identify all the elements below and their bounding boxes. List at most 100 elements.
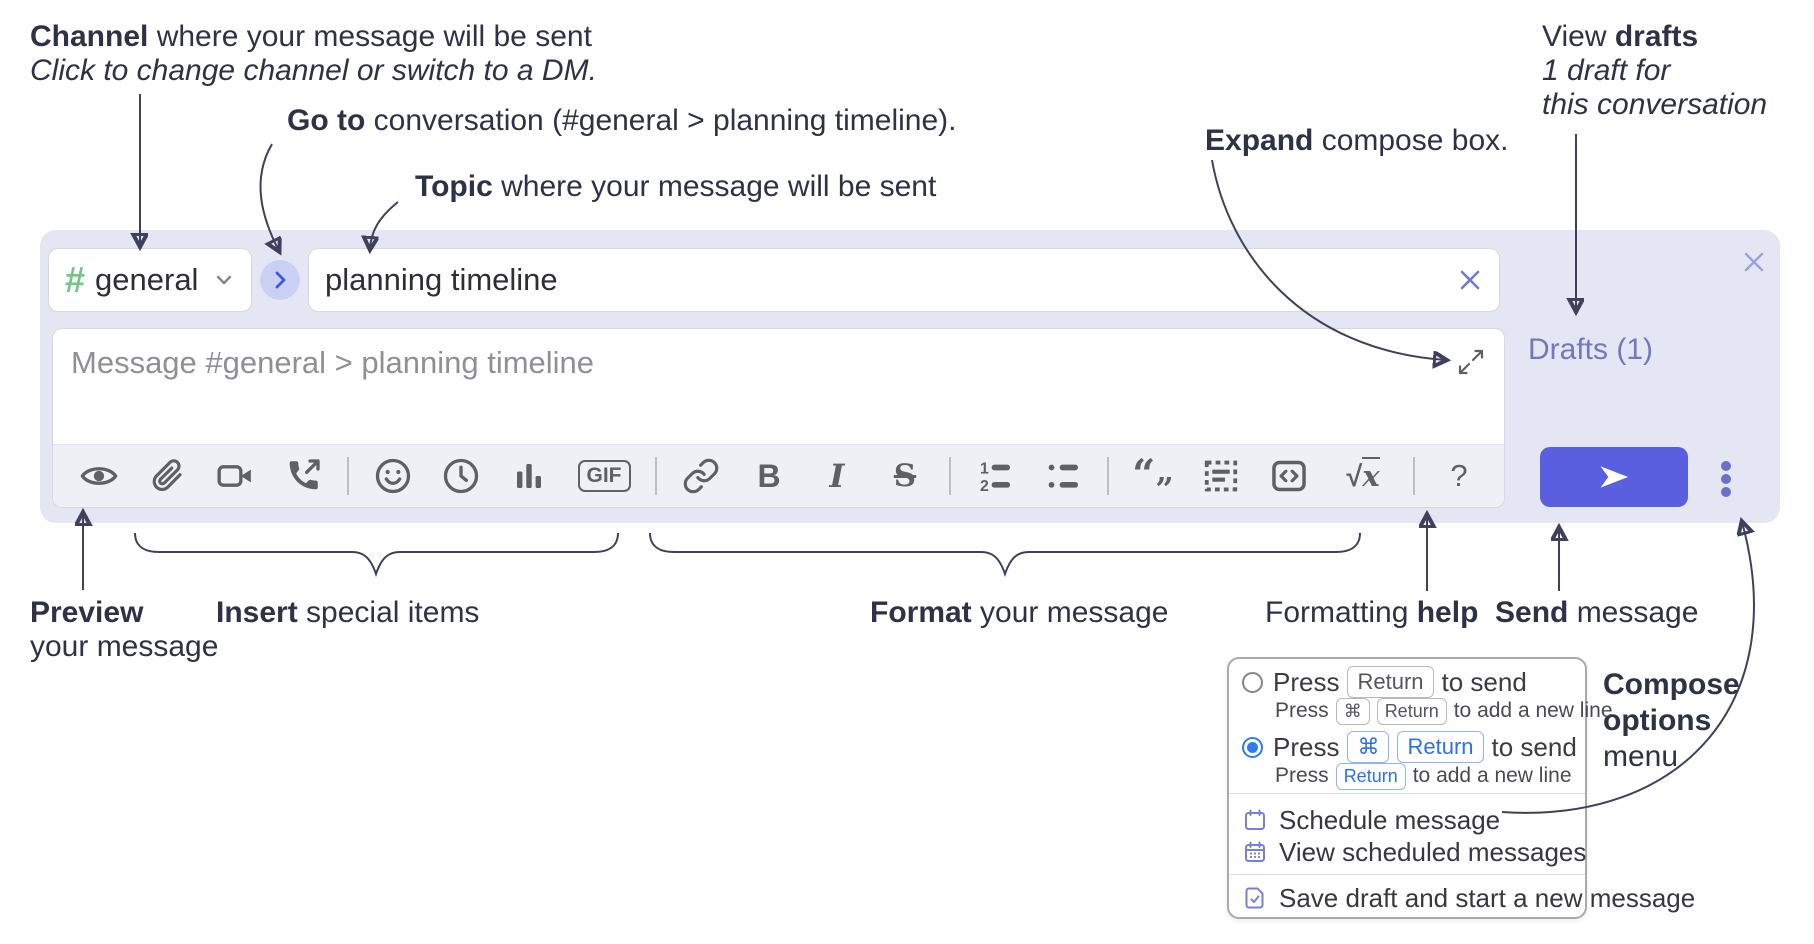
send-plane-icon	[1600, 466, 1629, 488]
phone-call-icon	[289, 459, 320, 490]
spoiler-button[interactable]	[1199, 453, 1243, 499]
video-call-button[interactable]	[213, 453, 257, 499]
toolbar-divider	[949, 457, 951, 495]
code-button[interactable]	[1267, 453, 1311, 499]
channel-name: general	[95, 262, 199, 297]
topic-value: planning timeline	[325, 262, 558, 297]
link-icon	[683, 458, 719, 494]
format-brace	[649, 532, 1361, 578]
svg-text:1: 1	[980, 461, 989, 478]
channel-selector[interactable]: # general	[48, 248, 252, 312]
return-key-chip: Return	[1347, 666, 1434, 698]
numbered-list-button[interactable]: 1 2	[973, 453, 1017, 499]
menu-item-schedule-message[interactable]: Schedule message	[1229, 805, 1585, 835]
compose-options-button[interactable]	[1708, 454, 1744, 504]
toolbar-divider	[347, 457, 349, 495]
message-placeholder: Message #general > planning timeline	[71, 345, 595, 380]
gif-button[interactable]: GIF	[575, 453, 633, 499]
compose-options-menu: Press Return to send Press ⌘ Return to a…	[1227, 657, 1695, 919]
menu-option-cmd-return-to-send[interactable]: Press ⌘ Return to send	[1229, 729, 1585, 765]
menu-option-cmd-return-to-send-sub: Press Return to add a new line	[1229, 762, 1585, 790]
insert-brace	[134, 532, 619, 578]
annotation-channel: Channel where your message will be sent …	[30, 20, 597, 88]
compose-toolbar: GIF B I S	[53, 444, 1504, 507]
question-mark-icon: ?	[1450, 458, 1468, 493]
annotation-channel-line2: Click to change channel or switch to a D…	[30, 54, 597, 87]
menu-item-view-scheduled[interactable]: View scheduled messages	[1229, 837, 1586, 867]
return-key-chip: Return	[1335, 762, 1406, 790]
annotation-send: Send message	[1495, 596, 1699, 629]
menu-divider	[1229, 874, 1585, 875]
schedule-time-button[interactable]	[439, 453, 483, 499]
cmd-key-chip: ⌘	[1335, 697, 1370, 725]
go-to-conversation-button[interactable]	[260, 260, 300, 300]
vertical-ellipsis-icon	[1721, 461, 1731, 497]
quote-icon: “”	[1132, 451, 1174, 508]
preview-button[interactable]	[77, 453, 121, 499]
voice-call-button[interactable]	[281, 453, 325, 499]
gif-icon: GIF	[577, 460, 631, 492]
math-button[interactable]: √x	[1335, 453, 1391, 499]
bold-button[interactable]: B	[747, 453, 791, 499]
quote-button[interactable]: “”	[1131, 451, 1175, 508]
spoiler-icon	[1204, 460, 1238, 492]
clock-icon	[443, 458, 479, 494]
strikethrough-button[interactable]: S	[883, 453, 927, 499]
draft-document-icon	[1245, 887, 1264, 909]
menu-divider	[1229, 793, 1585, 794]
cmd-key-chip: ⌘	[1347, 731, 1390, 763]
video-camera-icon	[217, 465, 251, 487]
bulleted-list-icon	[1048, 464, 1078, 488]
chevron-down-icon	[217, 275, 232, 285]
bar-chart-icon	[517, 464, 541, 488]
calendar-icon	[1245, 809, 1265, 830]
compose-box: # general planning timeline Message #gen…	[40, 230, 1780, 523]
toolbar-divider	[1107, 457, 1109, 495]
toolbar-divider	[655, 457, 657, 495]
annotation-format: Format your message	[870, 596, 1169, 629]
message-box[interactable]: Message #general > planning timeline	[52, 328, 1505, 508]
link-button[interactable]	[679, 453, 723, 499]
strikethrough-icon: S	[893, 458, 917, 494]
drafts-link[interactable]: Drafts (1)	[1528, 333, 1654, 366]
calendar-grid-icon	[1245, 841, 1265, 862]
menu-option-return-to-send-sub: Press ⌘ Return to add a new line	[1229, 697, 1613, 725]
annotation-view-drafts: View drafts 1 draft for this conversatio…	[1542, 20, 1768, 121]
italic-icon: I	[829, 457, 845, 495]
close-compose-icon[interactable]	[1738, 246, 1770, 278]
annotation-formatting-help: Formatting help	[1265, 596, 1479, 629]
help-button[interactable]: ?	[1437, 453, 1481, 499]
math-icon: √x	[1346, 456, 1380, 493]
return-key-chip: Return	[1397, 731, 1484, 763]
toolbar-divider	[1413, 457, 1415, 495]
topic-input[interactable]: planning timeline	[308, 248, 1500, 312]
clear-topic-icon[interactable]	[1455, 265, 1485, 295]
smiley-icon	[375, 458, 411, 494]
numbered-list-icon: 1 2	[980, 461, 1010, 495]
emoji-button[interactable]	[371, 453, 415, 499]
poll-button[interactable]	[507, 453, 551, 499]
menu-option-return-to-send[interactable]: Press Return to send	[1229, 665, 1585, 699]
annotation-expand: Expand compose box.	[1205, 124, 1509, 157]
radio-selected-icon[interactable]	[1242, 736, 1263, 758]
bold-icon: B	[757, 457, 781, 494]
chevron-right-icon	[275, 271, 286, 289]
menu-item-save-draft[interactable]: Save draft and start a new message	[1229, 883, 1695, 913]
annotation-topic: Topic where your message will be sent	[415, 170, 937, 203]
channel-hash-icon: #	[65, 259, 86, 300]
return-key-chip: Return	[1376, 697, 1447, 725]
italic-button[interactable]: I	[815, 453, 859, 499]
annotation-insert: Insert special items	[216, 596, 480, 629]
attach-file-button[interactable]	[145, 453, 189, 499]
radio-unselected-icon[interactable]	[1242, 671, 1263, 693]
annotation-goto: Go to conversation (#general > planning …	[287, 104, 957, 137]
bulleted-list-button[interactable]	[1041, 453, 1085, 499]
expand-compose-icon[interactable]	[1456, 347, 1486, 377]
code-icon	[1272, 460, 1306, 492]
annotation-channel-rest: where your message will be sent	[148, 20, 592, 53]
send-button[interactable]	[1540, 447, 1688, 507]
annotation-compose-options: Compose options menu	[1603, 668, 1740, 773]
eye-icon	[80, 467, 118, 485]
paperclip-icon	[152, 459, 182, 491]
